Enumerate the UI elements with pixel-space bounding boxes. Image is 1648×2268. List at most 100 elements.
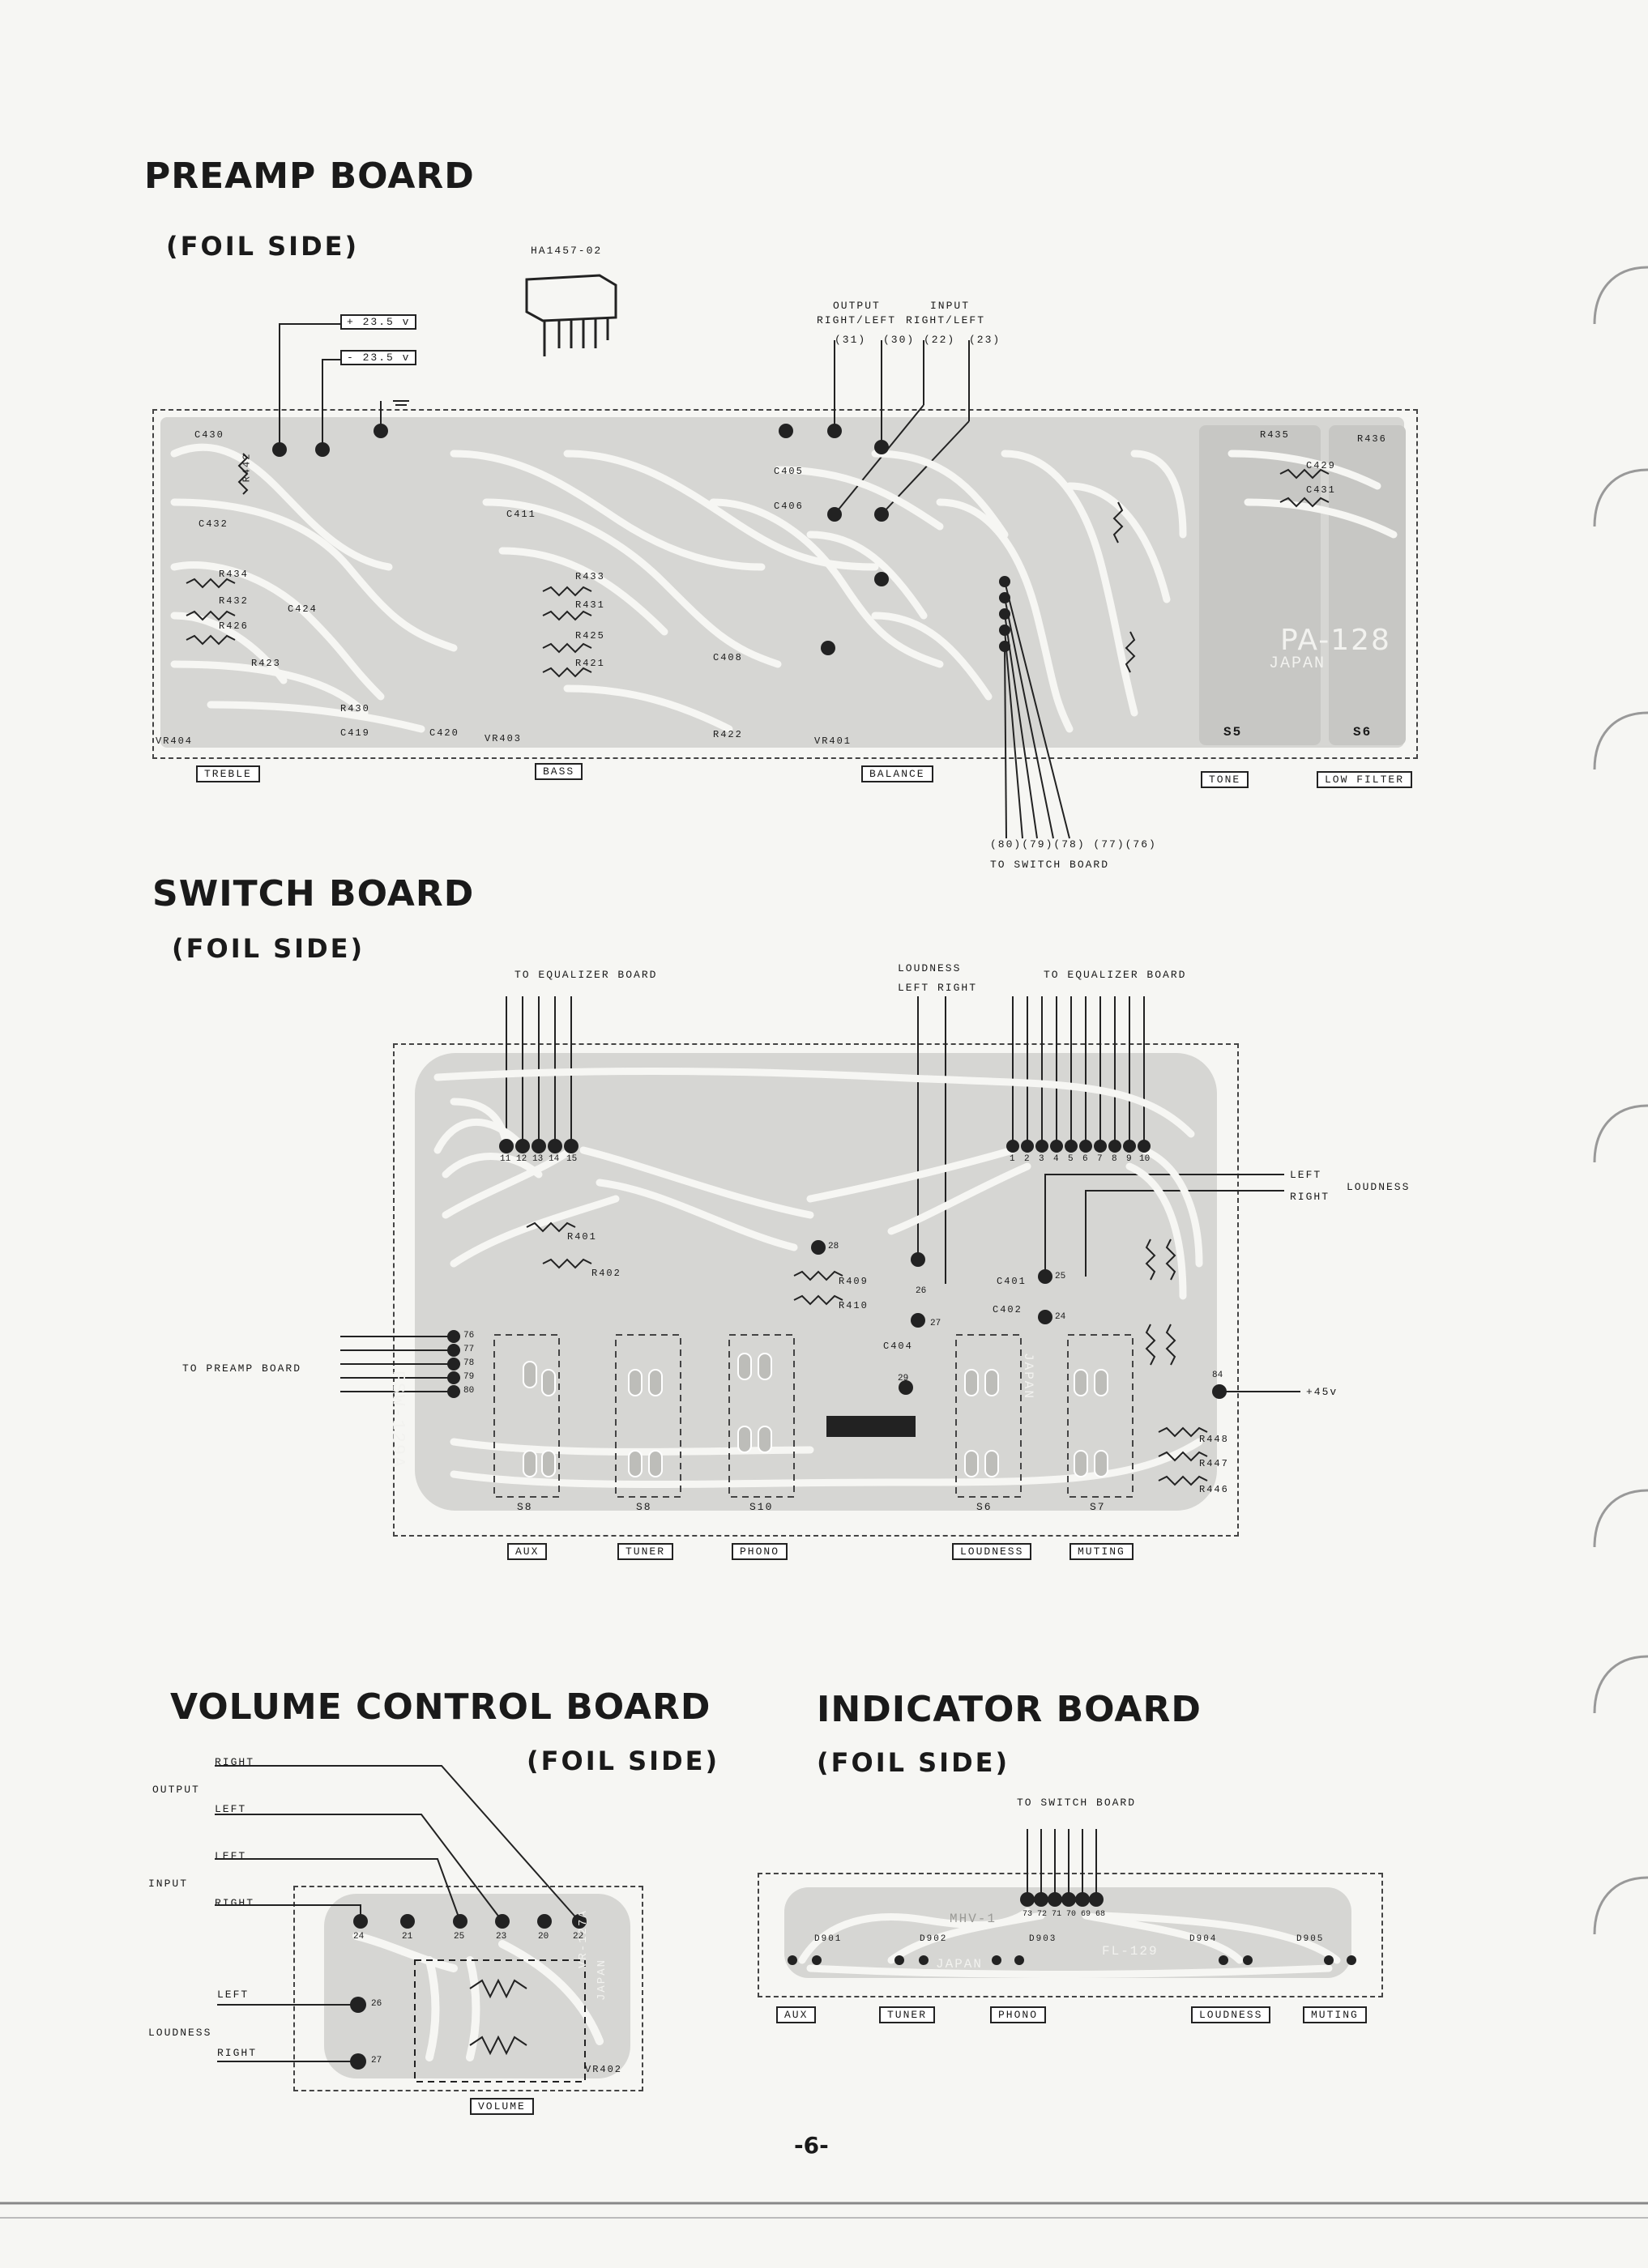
component-label: R430 bbox=[340, 703, 370, 714]
pin-number: 14 bbox=[549, 1154, 560, 1164]
component-label: C404 bbox=[883, 1341, 913, 1352]
switch-contact bbox=[648, 1450, 663, 1477]
indicator-board-outline bbox=[758, 1873, 1383, 1997]
switch-contact bbox=[984, 1369, 999, 1396]
supply-neg-label: - 23.5 v bbox=[340, 350, 417, 365]
vol-input: INPUT bbox=[148, 1878, 189, 1890]
vol-right3: RIGHT bbox=[217, 2047, 258, 2059]
switch-contact bbox=[541, 1369, 556, 1396]
pin-22-label: (22) bbox=[924, 334, 956, 346]
component-label: R433 bbox=[575, 571, 605, 582]
pin-number: 5 bbox=[1068, 1154, 1074, 1164]
tuner-label: TUNER bbox=[617, 1543, 674, 1560]
section-s6: S6 bbox=[976, 1501, 993, 1513]
vol-pin: 22 bbox=[573, 1932, 584, 1942]
switch-contact bbox=[737, 1426, 752, 1453]
vol-pin: 23 bbox=[496, 1932, 507, 1942]
pin-number: 2 bbox=[1024, 1154, 1030, 1164]
vol-marking: VR-127A bbox=[577, 1909, 590, 1968]
pin-number: 77 bbox=[463, 1345, 475, 1354]
switch-contact bbox=[1074, 1369, 1088, 1396]
component-label: R447 bbox=[1199, 1458, 1229, 1469]
ind-tuner-label: TUNER bbox=[879, 2006, 936, 2023]
switch-pcb bbox=[415, 1053, 1217, 1511]
input-sub: RIGHT/LEFT bbox=[906, 314, 986, 326]
ind-muting-label: MUTING bbox=[1303, 2006, 1367, 2023]
switch-marking-country: JAPAN bbox=[1021, 1352, 1036, 1400]
vol-pin: 26 bbox=[371, 1999, 382, 2009]
vr401-label: VR401 bbox=[814, 735, 852, 747]
component-label: R422 bbox=[713, 729, 743, 740]
component-label: R434 bbox=[219, 569, 249, 580]
component-label: R435 bbox=[1260, 429, 1290, 441]
component-label: R425 bbox=[575, 630, 605, 642]
component-label: C424 bbox=[288, 603, 318, 615]
component-label: C429 bbox=[1306, 460, 1336, 471]
pin-number: 79 bbox=[463, 1372, 475, 1382]
pin-label: 25 bbox=[1055, 1272, 1066, 1281]
indicator-pins: 73 72 71 70 69 68 bbox=[1023, 1910, 1106, 1919]
pin-number: 11 bbox=[500, 1154, 511, 1164]
loudness-side: LOUDNESS bbox=[1347, 1181, 1411, 1193]
indicator-marking: FL-129 bbox=[1102, 1944, 1159, 1959]
pin-number: 12 bbox=[516, 1154, 527, 1164]
vol-loudness: LOUDNESS bbox=[148, 2027, 212, 2039]
tone-label: TONE bbox=[1201, 771, 1249, 788]
s6-label: S6 bbox=[1353, 725, 1373, 740]
component-label: R431 bbox=[575, 599, 605, 611]
preamp-subtitle: (FOIL SIDE) bbox=[166, 231, 360, 262]
vol-right2: RIGHT bbox=[215, 1897, 255, 1909]
pin-label: 26 bbox=[916, 1286, 927, 1296]
plus45-label: +45v bbox=[1306, 1386, 1338, 1398]
pin-number: 4 bbox=[1053, 1154, 1059, 1164]
pin-number: 7 bbox=[1097, 1154, 1103, 1164]
component-label: R426 bbox=[219, 620, 249, 632]
to-switch-label: TO SWITCH BOARD bbox=[990, 859, 1110, 871]
component-label: R448 bbox=[1199, 1434, 1229, 1445]
indicator-marking-country: JAPAN bbox=[936, 1957, 984, 1972]
component-label: C430 bbox=[194, 429, 224, 441]
treble-label: TREBLE bbox=[196, 765, 260, 782]
input-label: INPUT bbox=[930, 300, 971, 312]
switch-contact bbox=[1074, 1450, 1088, 1477]
output-sub: RIGHT/LEFT bbox=[817, 314, 897, 326]
component-label: C401 bbox=[997, 1276, 1027, 1287]
loudness-top-sub: LEFT RIGHT bbox=[898, 982, 978, 994]
component-label: C431 bbox=[1306, 484, 1336, 496]
indicator-pcb bbox=[784, 1887, 1351, 1978]
ind-phono-label: PHONO bbox=[990, 2006, 1047, 2023]
switch-contact bbox=[1094, 1369, 1108, 1396]
component-label: C402 bbox=[993, 1304, 1023, 1315]
loudness-top: LOUDNESS bbox=[898, 962, 962, 974]
preamp-pcb-s5 bbox=[1199, 425, 1321, 745]
pin-number: 78 bbox=[463, 1358, 475, 1368]
component-label: C405 bbox=[774, 466, 804, 477]
pin-number: 76 bbox=[463, 1331, 475, 1341]
ind-loudness-label: LOUDNESS bbox=[1191, 2006, 1271, 2023]
to-switch-pins: (80)(79)(78) (77)(76) bbox=[990, 838, 1157, 850]
component-label: R421 bbox=[575, 658, 605, 669]
pin-31-label: (31) bbox=[835, 334, 867, 346]
diode-d901: D901 bbox=[814, 1934, 843, 1944]
balance-label: BALANCE bbox=[861, 765, 933, 782]
vol-marking-country: JAPAN bbox=[596, 1958, 608, 2001]
pin-number: 15 bbox=[566, 1154, 578, 1164]
pin-23-label: (23) bbox=[969, 334, 1001, 346]
switch-subtitle: (FOIL SIDE) bbox=[172, 933, 365, 964]
preamp-board-outline bbox=[152, 409, 1418, 759]
loudness-left: LEFT bbox=[1290, 1169, 1322, 1181]
pin-label: 24 bbox=[1055, 1312, 1066, 1322]
pin-number: 9 bbox=[1126, 1154, 1132, 1164]
pin-label: 27 bbox=[930, 1319, 941, 1328]
volume-label: VOLUME bbox=[470, 2098, 534, 2115]
pin-number: 13 bbox=[532, 1154, 544, 1164]
aux-label: AUX bbox=[507, 1543, 548, 1560]
component-label: C406 bbox=[774, 501, 804, 512]
switch-board-outline bbox=[393, 1043, 1239, 1537]
phono-label: PHONO bbox=[732, 1543, 788, 1560]
switch-title: SWITCH BOARD bbox=[152, 873, 475, 914]
diode-d905: D905 bbox=[1296, 1934, 1325, 1944]
vol-left3: LEFT bbox=[217, 1989, 250, 2001]
pin-label: 84 bbox=[1212, 1371, 1223, 1380]
switch-contact bbox=[737, 1353, 752, 1380]
